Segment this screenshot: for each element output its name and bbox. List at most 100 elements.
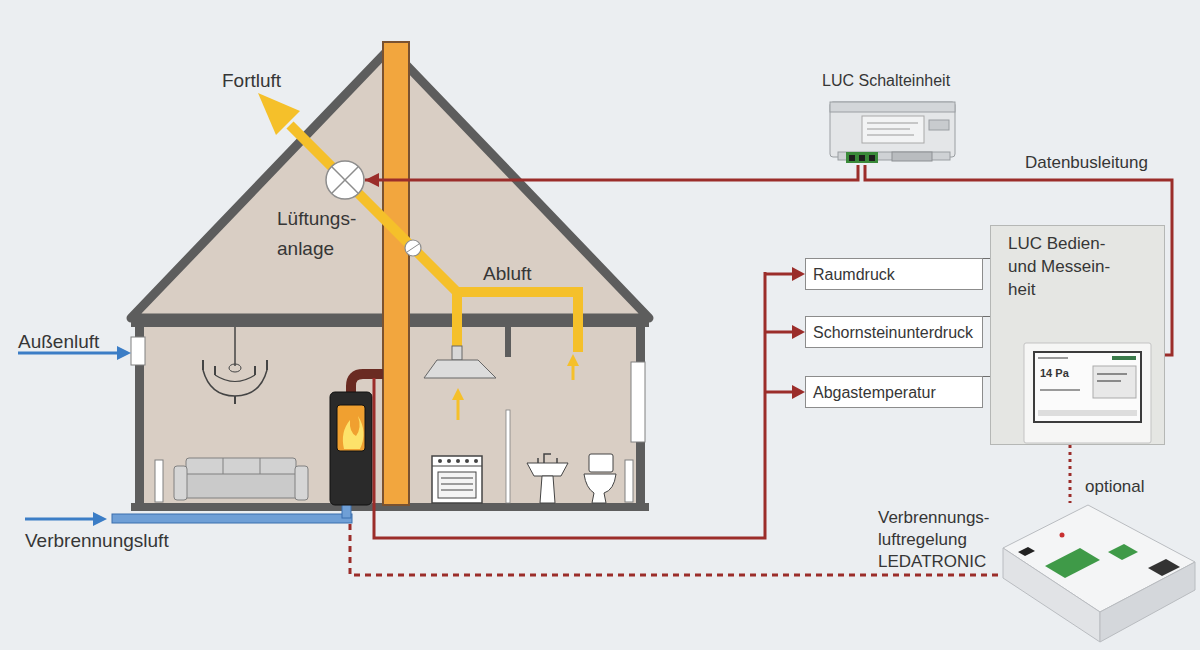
small-fan-symbol: [407, 244, 419, 252]
terminal-block: [846, 152, 878, 163]
kitchen-stove: [432, 456, 482, 503]
stove-window: [337, 405, 365, 451]
chandelier: [234, 396, 236, 404]
signal-line: [983, 316, 990, 317]
kitchen-stove: [447, 459, 451, 463]
exhaust-duct: [457, 292, 578, 362]
flue-pipe: [351, 374, 383, 394]
terminal-block: [1108, 544, 1138, 560]
chandelier: [214, 366, 216, 375]
terminal-block: [1045, 548, 1100, 578]
kitchen-stove: [441, 490, 473, 491]
measuring-arrow-head: [792, 325, 805, 339]
flame: [343, 416, 364, 449]
kitchen-stove: [432, 466, 482, 467]
sensor-box: Abgastemperatur: [805, 376, 983, 408]
data-bus-line: [865, 165, 1172, 355]
sink: [540, 476, 555, 503]
sink: [527, 463, 568, 476]
controller-device: [1100, 562, 1195, 642]
air-label: Fortluft: [222, 70, 281, 92]
measuring-line: [374, 272, 765, 538]
display-detail: [1097, 380, 1121, 382]
switch-unit-device: [830, 102, 955, 157]
exhaust-duct: [290, 125, 461, 296]
measuring-arrow-head: [792, 267, 805, 281]
range-hood: [452, 346, 462, 360]
switch-unit: LUC Schalteinheit: [828, 98, 958, 165]
window: [631, 362, 645, 442]
display-frame: [1024, 343, 1151, 443]
chandelier: [266, 360, 268, 370]
terminal-block: [859, 155, 865, 161]
optional-control-line: [350, 524, 1003, 575]
socket: [1018, 547, 1035, 556]
air-arrow: [567, 354, 579, 366]
socket: [1148, 559, 1180, 576]
chandelier: [254, 366, 256, 375]
chandelier: [234, 327, 236, 366]
display-detail: [1038, 357, 1068, 359]
display-detail: [1097, 373, 1127, 375]
kitchen-stove: [474, 459, 478, 463]
switch-unit-device: [929, 120, 949, 130]
air-arrow: [452, 388, 464, 400]
display-logo: [1112, 356, 1136, 360]
kitchen-stove: [438, 459, 442, 463]
node-text: LUC Bedien- und Messein- heit: [1008, 232, 1130, 301]
toilet: [584, 474, 616, 503]
kitchen-stove: [441, 484, 473, 485]
speaker: [625, 460, 633, 502]
sofa: [178, 474, 304, 498]
outdoor-air-arrow: [117, 346, 131, 360]
chimney: [383, 42, 409, 505]
display-detail: [1038, 410, 1137, 416]
measuring-line: [765, 273, 795, 276]
fan-cross: [332, 167, 359, 194]
sofa: [295, 466, 308, 500]
sofa: [174, 466, 187, 500]
connector-label: optional: [1085, 477, 1145, 497]
control-line: [365, 165, 858, 180]
signal-line: [983, 376, 990, 377]
kitchen-stove: [438, 472, 476, 498]
door-frame: [506, 410, 510, 503]
node-text: Verbrennungs- luftregelung LEDATRONIC: [878, 507, 998, 573]
node-text: LUC Schalteinheit: [822, 71, 992, 91]
combustion-air-arrow: [93, 512, 107, 526]
chandelier: [229, 364, 241, 372]
kitchen-stove: [441, 478, 473, 479]
fan-symbol: Lüftungs- anlage: [325, 160, 365, 200]
air-arrow: [457, 398, 460, 420]
connector-label: Datenbusleitung: [1025, 153, 1148, 173]
display-detail: [1093, 366, 1136, 398]
status-led: [1060, 533, 1065, 538]
kitchen-stove: [465, 459, 469, 463]
outdoor-air-arrow: [18, 352, 120, 355]
switch-unit-device: [867, 123, 918, 124]
air-label: Verbrennungsluft: [25, 530, 169, 552]
measuring-line: [765, 331, 795, 334]
terminal-block: [892, 152, 932, 161]
switch-unit-device: [867, 135, 914, 136]
window: [131, 337, 145, 365]
node-text: Abgastemperatur: [813, 383, 981, 403]
node-text: Lüftungs- anlage: [277, 204, 369, 264]
display-screen: [1034, 352, 1141, 422]
node-text: Schornsteinunterdruck: [813, 323, 981, 343]
switch-unit-device: [830, 102, 955, 112]
sensor-box: Raumdruck: [805, 258, 983, 290]
toilet: [589, 454, 613, 472]
combustion-air-duct: [112, 514, 352, 523]
fan-circle: [326, 161, 364, 199]
controller-device: [1003, 548, 1100, 642]
fan-outline: [325, 160, 365, 200]
switch-unit-device: [862, 116, 924, 143]
optional-line: [1069, 445, 1072, 503]
